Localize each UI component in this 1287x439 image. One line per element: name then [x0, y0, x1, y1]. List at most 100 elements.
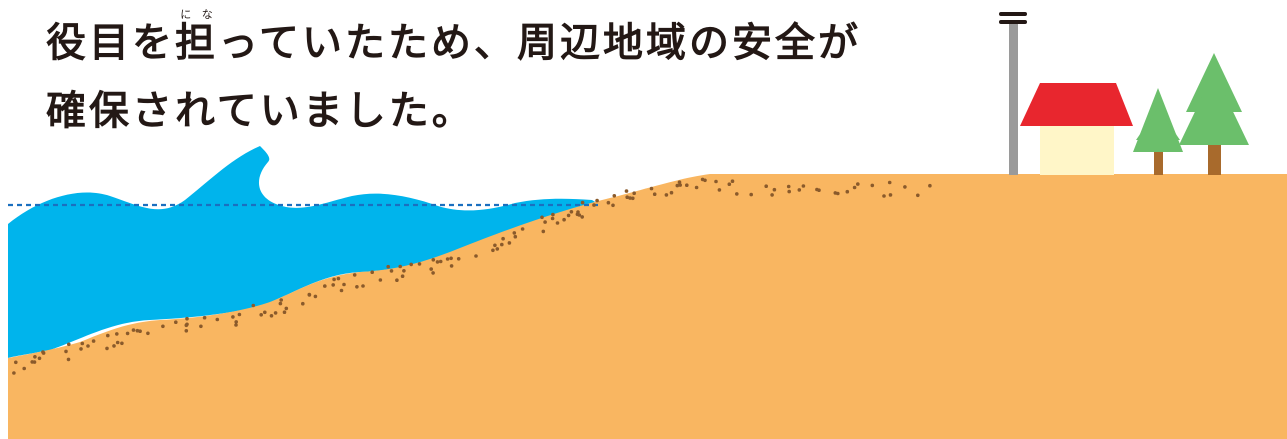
sand-dot: [625, 195, 629, 199]
sand-dot: [540, 215, 544, 220]
sand-dot: [185, 322, 189, 327]
sand-dot: [332, 277, 336, 282]
sand-dot: [577, 213, 582, 217]
sand-dot: [512, 231, 517, 235]
sand-dot: [323, 284, 327, 288]
sand-dot: [22, 366, 27, 371]
sand-dot: [611, 203, 615, 208]
sand-dot: [215, 317, 220, 322]
sand-dot: [764, 184, 768, 188]
sand-dot: [772, 187, 777, 192]
sand-dot: [435, 260, 440, 264]
sand-dot: [543, 220, 547, 224]
sand-dot: [79, 347, 83, 351]
sand-dot: [678, 183, 682, 187]
sand-dot: [91, 339, 96, 343]
sand-dot: [694, 185, 699, 190]
sand-dot: [887, 180, 892, 185]
sand-dot: [231, 315, 235, 319]
sand-dot: [555, 221, 560, 225]
sand-dot: [513, 234, 518, 239]
sand-dot: [67, 342, 71, 347]
tree-icon: [1179, 53, 1249, 175]
sand-dot: [730, 179, 735, 183]
sand-dot: [398, 264, 403, 269]
sand-dot: [336, 276, 341, 281]
sand-dot: [14, 360, 18, 365]
sand-dot: [161, 324, 165, 329]
sand-dot: [845, 189, 850, 194]
sand-dot: [331, 283, 336, 287]
sand-dot: [624, 189, 629, 193]
sand-dot: [685, 183, 689, 187]
sand-dot: [342, 282, 346, 287]
sand-dot: [438, 259, 443, 264]
sand-dot: [263, 310, 267, 315]
sand-dot: [41, 351, 46, 355]
sand-dot: [669, 190, 674, 195]
sand-dot: [449, 264, 454, 268]
sand-dot: [237, 312, 242, 317]
sand-dot: [770, 193, 774, 197]
sand-dot: [500, 242, 504, 247]
shore-sand: [8, 174, 1287, 439]
sand-dot: [135, 328, 140, 333]
sand-dot: [86, 344, 90, 348]
sand-dot: [631, 196, 635, 201]
sand-dot: [417, 262, 422, 266]
sand-dot: [370, 270, 375, 275]
sand-dot: [606, 200, 611, 205]
wave-icon: [8, 146, 600, 358]
sand-dot: [66, 357, 71, 362]
sand-dot: [105, 346, 109, 351]
sand-dot: [456, 257, 461, 261]
sand-dot: [131, 328, 136, 332]
sand-dot: [386, 264, 391, 269]
sand-dot: [786, 184, 791, 189]
sand-dot: [595, 198, 599, 203]
sand-dot: [580, 215, 584, 219]
sand-dot: [836, 191, 840, 196]
ruby-reading: にな: [175, 8, 218, 21]
sand-dot: [882, 194, 886, 198]
sand-dot: [269, 314, 274, 318]
sand-dot: [727, 182, 732, 186]
sand-dot: [580, 200, 585, 205]
sand-dot: [402, 269, 406, 273]
sand-dot: [675, 183, 680, 188]
sand-dot: [787, 189, 791, 194]
sand-dot: [495, 247, 500, 251]
sand-dot: [652, 192, 657, 196]
sand-dot: [278, 301, 283, 306]
sand-dot: [632, 191, 636, 195]
sand-dot: [37, 356, 42, 361]
sand-dot: [313, 294, 318, 299]
sand-dot: [431, 258, 436, 262]
caption-text: 役目を担になっていたため、周辺地域の安全が 確保されていました。: [46, 8, 861, 145]
sand-dot: [33, 355, 37, 359]
tree-icon: [1133, 88, 1183, 175]
sand-dot: [431, 271, 435, 275]
sand-dot: [916, 193, 920, 198]
sand-dot: [592, 203, 596, 207]
sand-dot: [361, 284, 365, 288]
sand-dot: [903, 185, 907, 189]
house-icon: [1020, 83, 1133, 175]
sand-dot: [234, 320, 238, 324]
sand-dot: [202, 315, 207, 320]
sand-dot: [801, 184, 806, 188]
sand-dot: [125, 331, 130, 336]
sand-dot: [355, 285, 359, 289]
sand-dot: [566, 213, 571, 218]
sand-dot: [677, 180, 682, 184]
sand-dot: [174, 320, 178, 325]
sand-dot: [664, 193, 669, 197]
sand-dot: [888, 193, 893, 197]
sand-dot: [562, 217, 566, 222]
sand-dot: [735, 192, 739, 196]
sand-dot: [284, 306, 289, 311]
ruby-base: 担: [175, 20, 218, 66]
sand-dot: [199, 324, 203, 329]
